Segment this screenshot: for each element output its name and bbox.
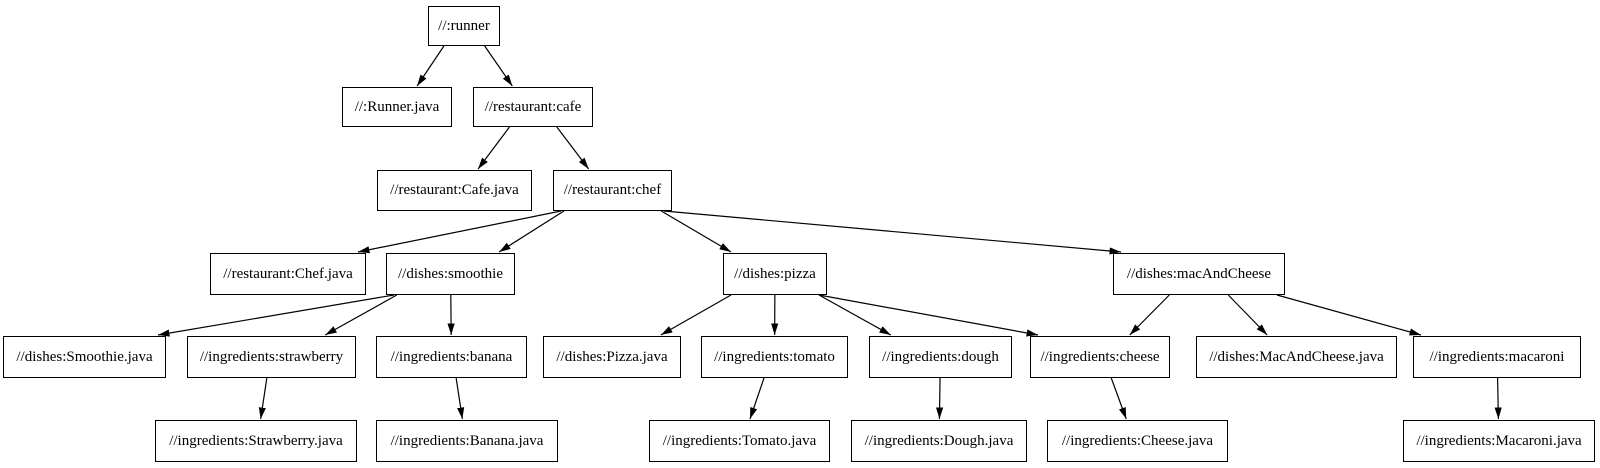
edge-runner-to-runner_java [416,45,445,87]
graph-node-dough_java: //ingredients:Dough.java [851,420,1027,462]
graph-node-tomato: //ingredients:tomato [701,336,848,378]
node-label: //ingredients:Strawberry.java [169,432,343,449]
node-label: //dishes:MacAndCheese.java [1209,348,1384,365]
edge-pizza-to-pizza_java [660,294,732,336]
graph-node-tomato_java: //ingredients:Tomato.java [649,420,830,462]
edge-smoothie-to-strawberry [324,294,398,336]
node-label: //ingredients:Cheese.java [1061,432,1214,449]
graph-node-strawberry: //ingredients:strawberry [187,336,356,378]
graph-node-banana_java: //ingredients:Banana.java [376,420,558,462]
node-label: //ingredients:cheese [1040,348,1160,365]
node-label: //ingredients:Banana.java [390,432,544,449]
edge-pizza-to-dough [818,294,892,336]
node-label: //ingredients:Macaroni.java [1416,432,1582,449]
graph-node-cafe_java: //restaurant:Cafe.java [377,170,532,211]
node-label: //restaurant:chef [563,182,662,198]
edge-macandcheese-to-macandcheese_java [1227,294,1268,336]
graph-node-strawberry_java: //ingredients:Strawberry.java [155,420,357,462]
node-label: //ingredients:Tomato.java [662,432,817,449]
edge-cafe-to-cafe_java [477,126,510,170]
graph-node-chef_java: //restaurant:Chef.java [210,253,366,295]
edge-tomato-to-tomato_java [749,377,765,420]
graph-node-cheese: //ingredients:cheese [1030,336,1170,378]
node-label: //dishes:macAndCheese [1126,265,1272,282]
edge-chef-to-pizza [660,210,732,253]
graph-node-pizza: //dishes:pizza [723,253,827,295]
node-label: //ingredients:tomato [714,348,835,365]
edge-cafe-to-chef [556,126,590,170]
graph-node-pizza_java: //dishes:Pizza.java [543,336,681,378]
graph-node-macandcheese_java: //dishes:MacAndCheese.java [1196,336,1397,378]
node-label: //restaurant:Cafe.java [390,182,519,198]
node-label: //ingredients:dough [882,348,999,365]
edge-pizza-to-cheese [818,294,1039,337]
edge-dough-to-dough_java [936,377,944,420]
node-label: //dishes:Pizza.java [556,348,668,365]
graph-node-macaroni: //ingredients:macaroni [1413,336,1581,378]
graph-node-cafe: //restaurant:cafe [473,87,593,127]
graph-node-dough: //ingredients:dough [869,336,1012,378]
graph-node-runner_java: //:Runner.java [342,87,452,127]
edge-smoothie-to-smoothie_java [157,294,395,337]
node-label: //ingredients:macaroni [1429,348,1565,365]
node-label: //dishes:Smoothie.java [16,348,153,365]
node-label: //restaurant:Chef.java [223,265,353,282]
graph-node-chef: //restaurant:chef [553,170,672,211]
graph-node-runner: //:runner [428,6,500,46]
node-label: //:runner [438,17,490,34]
node-label: //restaurant:cafe [484,98,582,115]
graph-node-smoothie: //dishes:smoothie [386,253,515,295]
edge-macandcheese-to-macaroni [1276,294,1422,336]
node-label: //dishes:pizza [734,265,816,282]
graph-node-banana: //ingredients:banana [376,336,527,378]
graph-node-macandcheese: //dishes:macAndCheese [1113,253,1285,295]
edge-chef-to-macandcheese [663,210,1122,255]
edge-chef-to-smoothie [498,210,565,253]
node-label: //ingredients:Dough.java [864,432,1014,449]
edge-strawberry-to-strawberry_java [258,377,268,420]
graph-node-smoothie_java: //dishes:Smoothie.java [3,336,166,378]
node-label: //:Runner.java [354,98,440,115]
edge-macandcheese-to-cheese [1129,294,1170,336]
graph-node-macaroni_java: //ingredients:Macaroni.java [1403,420,1595,462]
edge-chef-to-chef_java [357,210,562,254]
edge-banana-to-banana_java [455,377,465,420]
edge-macaroni-to-macaroni_java [1494,377,1502,420]
node-label: //dishes:smoothie [398,265,503,282]
edge-runner-to-cafe [484,45,513,87]
node-label: //ingredients:strawberry [199,348,344,365]
edge-cheese-to-cheese_java [1110,377,1127,420]
node-label: //ingredients:banana [390,348,513,365]
graph-node-cheese_java: //ingredients:Cheese.java [1047,420,1228,462]
